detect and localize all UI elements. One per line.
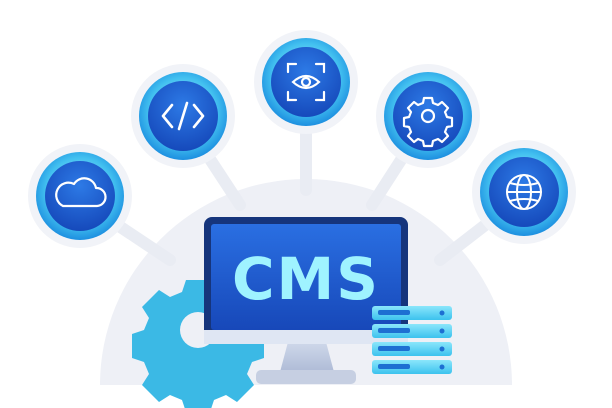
cloud-icon bbox=[55, 177, 107, 208]
server-unit bbox=[372, 360, 452, 374]
gear-icon bbox=[402, 96, 454, 148]
server-unit bbox=[372, 342, 452, 356]
eye-circle bbox=[262, 38, 350, 126]
monitor-stand bbox=[256, 342, 356, 384]
gear-circle bbox=[384, 72, 472, 160]
monitor-screen bbox=[211, 224, 401, 330]
code-icon bbox=[161, 101, 205, 131]
connector-lines bbox=[74, 79, 530, 266]
code-circle bbox=[139, 72, 227, 160]
monitor: CMS bbox=[204, 217, 408, 344]
server-stack bbox=[372, 306, 452, 374]
eye-scan-icon bbox=[286, 62, 326, 102]
server-unit bbox=[372, 306, 452, 320]
globe-icon bbox=[506, 174, 542, 210]
globe-circle bbox=[480, 148, 568, 236]
cms-label: CMS bbox=[232, 245, 380, 313]
server-unit bbox=[372, 324, 452, 338]
cloud-circle bbox=[36, 152, 124, 240]
